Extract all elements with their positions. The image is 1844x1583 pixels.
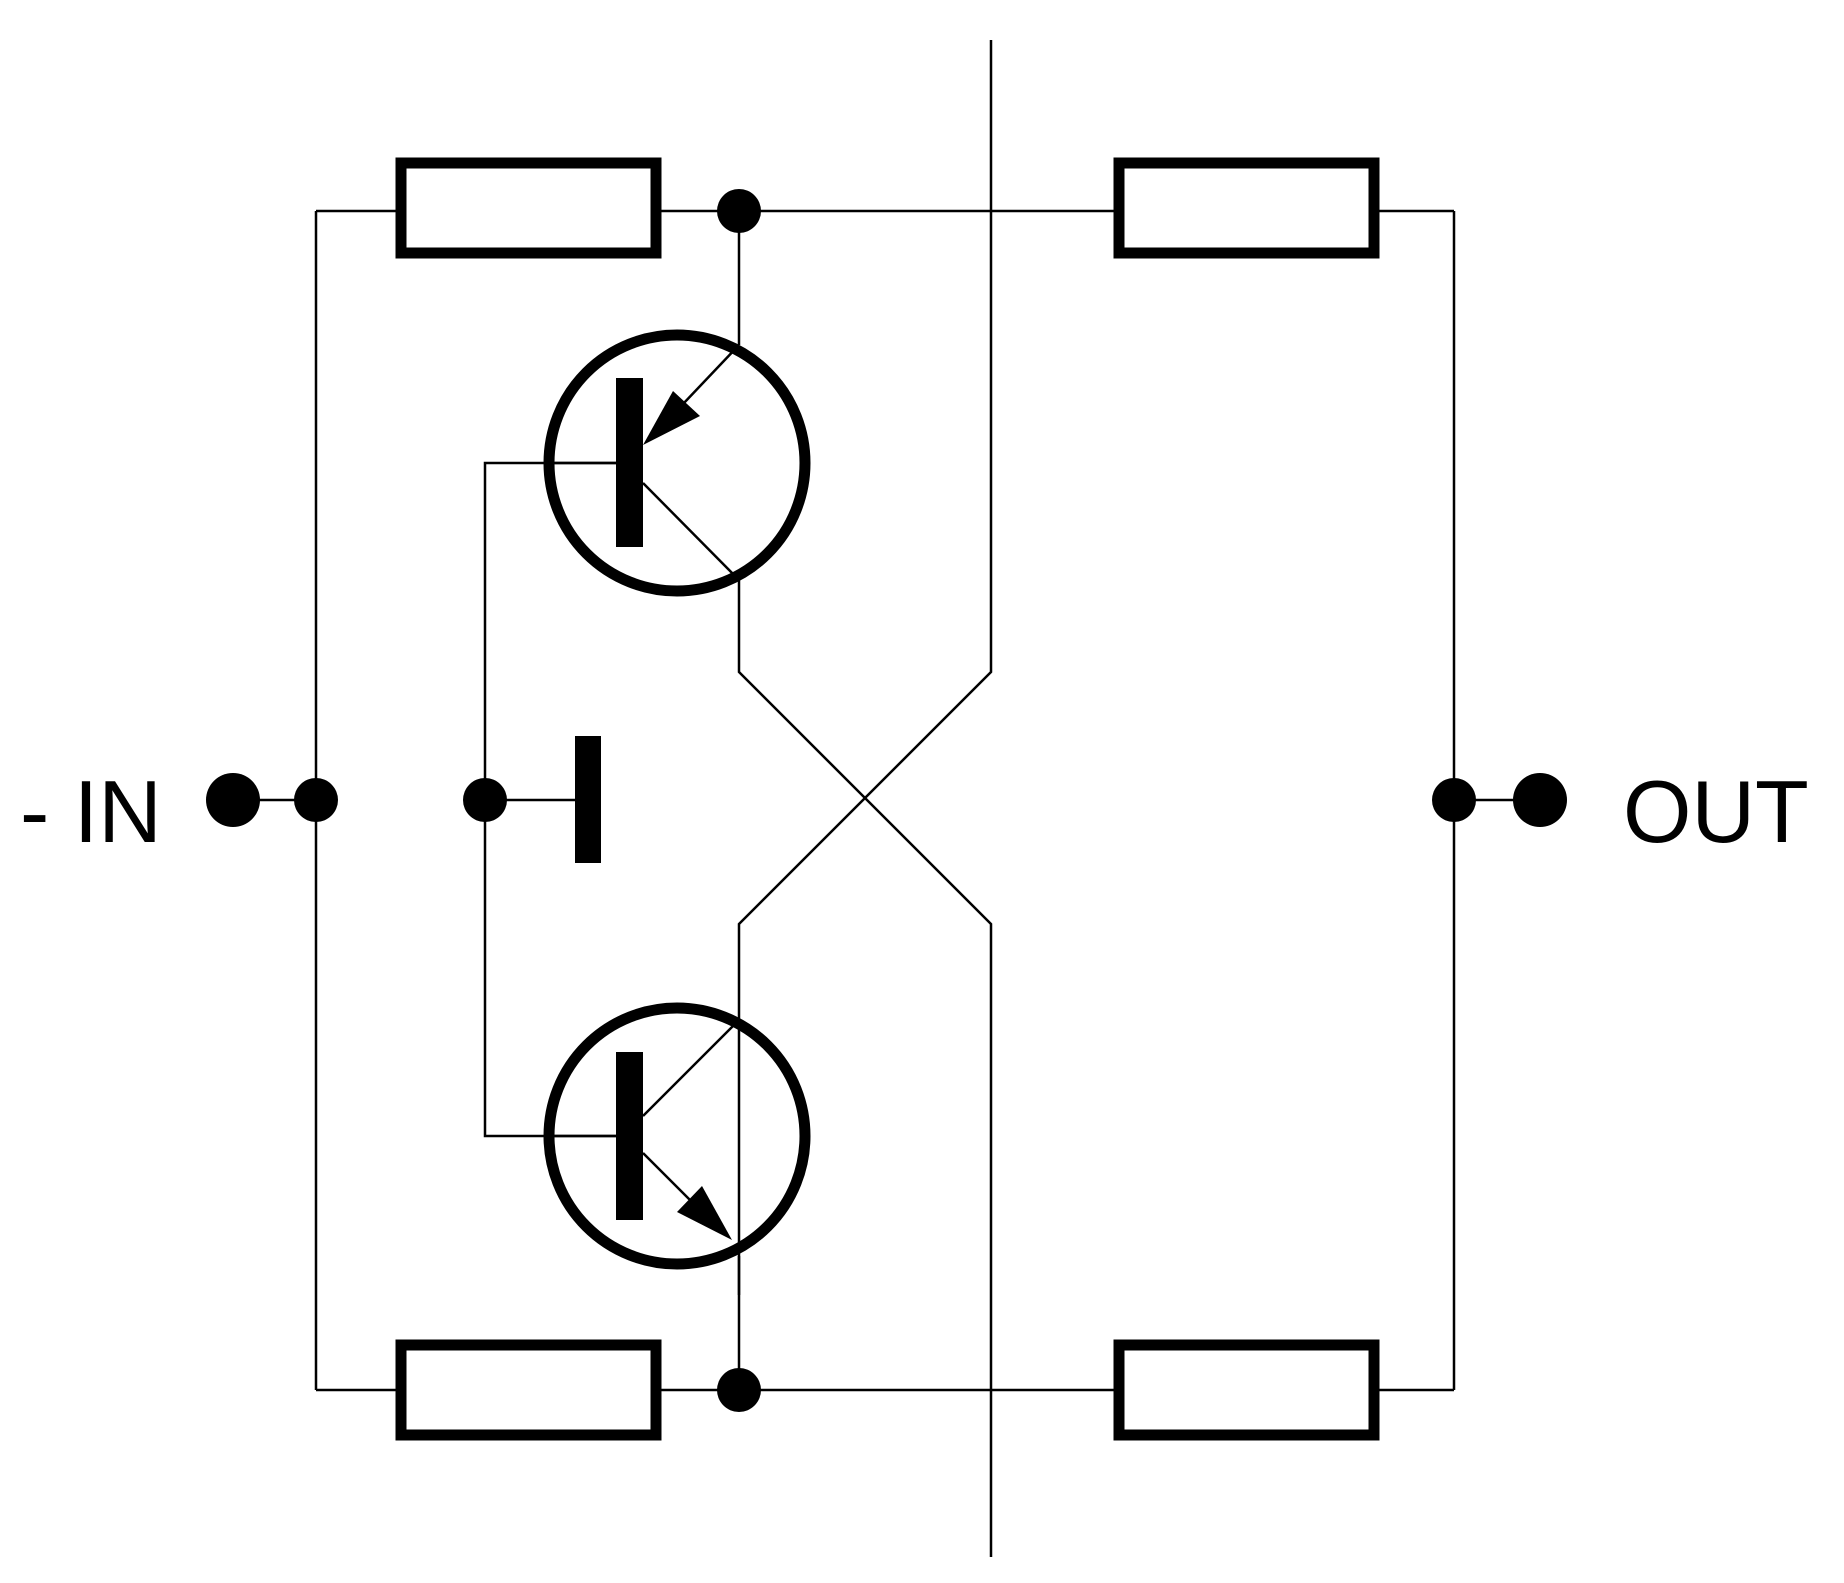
- resistors: [395, 157, 1380, 1441]
- junction-left-rail: [294, 778, 338, 822]
- transistor-bottom-emitter: [642, 1152, 691, 1201]
- input-label: - IN: [20, 762, 162, 861]
- junctions: [294, 189, 1476, 1412]
- resistor-bottom-left: [395, 1339, 662, 1441]
- resistor-top-right: [1113, 157, 1380, 259]
- transistor-top-emitter-arrow: [643, 391, 700, 445]
- junction-right-rail: [1432, 778, 1476, 822]
- junction-top: [717, 189, 761, 233]
- bias-plate: [575, 736, 601, 863]
- transistor-top-emitter: [682, 344, 740, 405]
- transistor-top: [543, 329, 811, 597]
- output-label: OUT: [1623, 762, 1809, 861]
- transistor-bottom-collector: [642, 1019, 740, 1117]
- input-terminal: [206, 773, 260, 827]
- transistor-top-base-bar: [616, 378, 643, 547]
- transistor-top-collector: [642, 482, 740, 581]
- junction-bottom: [717, 1368, 761, 1412]
- resistor-top-left: [395, 157, 662, 259]
- junction-base: [463, 778, 507, 822]
- transistor-bottom-base-bar: [616, 1052, 643, 1220]
- output-terminal: [1513, 773, 1567, 827]
- transistor-bottom: [543, 1002, 811, 1270]
- cross-wire: [737, 580, 993, 1557]
- resistor-bottom-right: [1113, 1339, 1380, 1441]
- transistor-bottom-emitter-arrow: [677, 1186, 732, 1240]
- center-vertical-wire: [737, 40, 993, 1295]
- thin-wires: [233, 40, 1540, 1557]
